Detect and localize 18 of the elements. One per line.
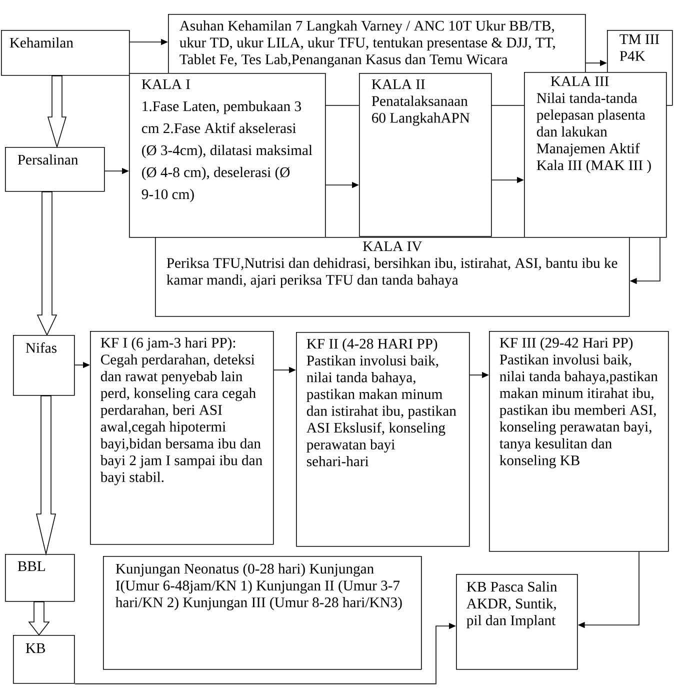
process-box: Nifas	[13, 335, 75, 396]
block-arrow	[36, 191, 58, 336]
process-box: KALA II Penatalaksanaan 60 LangkahAPN	[359, 73, 492, 237]
block-arrow	[28, 601, 50, 636]
process-box: KF I (6 jam-3 hari PP): Cegah perdarahan, deteksi dan rawat penyebab lain perd, konseling cara cegah perdarahan, beri ASI awal,cegah hipotermi bayi,bidan bersama ibu dan bayi 2 jam I sampai ibu dan bayi stabil.	[90, 331, 274, 545]
process-box: Persalinan	[5, 147, 105, 192]
process-box: KB	[13, 635, 75, 684]
process-box: Kehamilan	[1, 30, 130, 76]
process-box: KALA I 1.Fase Laten, pembukaan 3 cm 2.Fase Aktif akselerasi (Ø 3-4cm), dilatasi maksimal (Ø 4-8 cm), deselerasi (Ø 9-10 cm)	[129, 73, 326, 238]
process-box: KALA IV Periksa TFU,Nutrisi dan dehidrasi, bersihkan ibu, istirahat, ASI, bantu ibu ke kamar mandi, ajari periksa TFU dan tanda bahaya	[155, 237, 630, 317]
process-box: KF II (4-28 HARI PP) Pastikan involusi baik, nilai tanda bahaya, pastikan makan minum dan istirahat ibu, pastikan ASI Ekslusif, konseling perawatan bayi sehari-hari	[296, 332, 470, 547]
process-box: Kunjungan Neonatus (0-28 hari) Kunjungan I(Umur 6-48jam/KN 1) Kunjungan II (Umur 3-7 hari/KN 2) Kunjungan III (Umur 8-28 hari/KN3)	[103, 556, 422, 670]
process-box: KB Pasca Salin AKDR, Suntik, pil dan Implant	[456, 574, 578, 670]
process-box: BBL	[5, 554, 75, 602]
block-arrow	[47, 75, 67, 148]
block-arrow	[36, 395, 56, 556]
process-box: KALA III Nilai tanda-tanda pelepasan plasenta dan lakukan Manajemen Aktif Kala III (MAK III )	[524, 72, 667, 238]
process-box: KF III (29-42 Hari PP) Pastikan involusi baik, nilai tanda bahaya,pastikan makan minum itirahat ibu, pastikan ibu memberi ASI, konseling perawatan bayi, tanya kesulitan dan konseling KB	[489, 331, 669, 552]
